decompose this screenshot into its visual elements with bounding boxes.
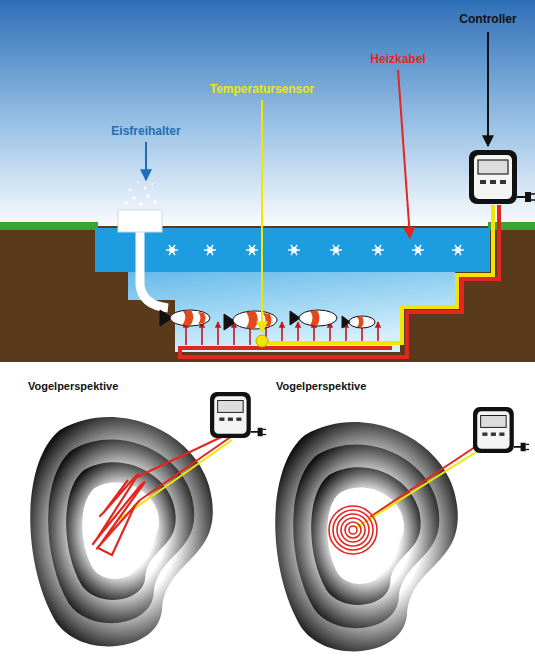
part-label: Controller — [459, 12, 516, 26]
view-title: Vogelperspektive — [28, 380, 118, 393]
part-label: Eisfreihalter — [111, 124, 180, 138]
part-label: Heizkabel — [370, 52, 425, 66]
view-title: Vogelperspektive — [276, 380, 366, 393]
part-label: Temperatursensor — [210, 82, 314, 96]
